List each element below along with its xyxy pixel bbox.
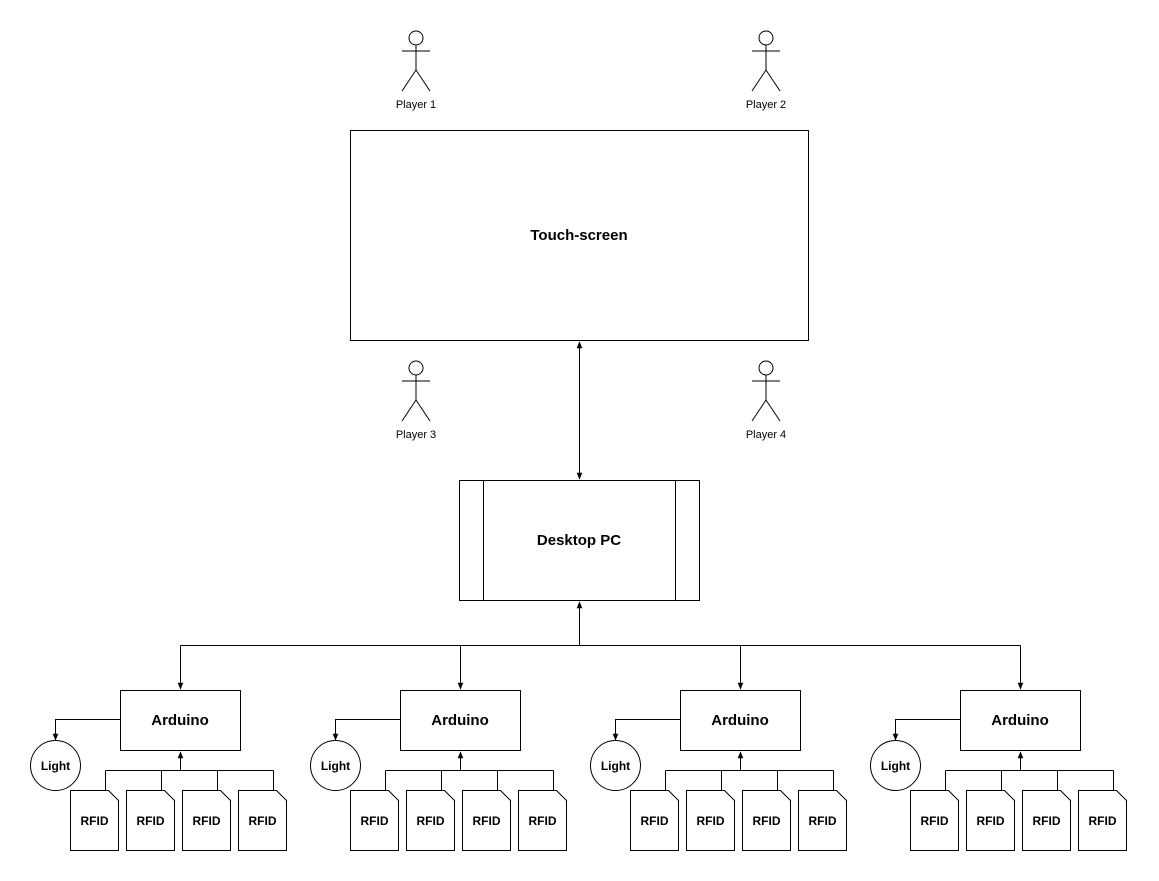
rfid-card: RFID xyxy=(238,790,287,851)
light-node: Light xyxy=(870,740,921,791)
rfid-card: RFID xyxy=(1022,790,1071,851)
rfid-card: RFID xyxy=(406,790,455,851)
light-node: Light xyxy=(590,740,641,791)
arduino-bus xyxy=(180,601,1021,646)
rfid-label: RFID xyxy=(641,814,669,828)
arduino-label: Arduino xyxy=(151,712,209,729)
desktop-pc-node: Desktop PC xyxy=(459,480,700,601)
rfid-label: RFID xyxy=(193,814,221,828)
rfid-card: RFID xyxy=(630,790,679,851)
desktop-pc-label: Desktop PC xyxy=(537,532,621,549)
rfid-label: RFID xyxy=(753,814,781,828)
touchscreen-node: Touch-screen xyxy=(350,130,809,341)
rfid-label: RFID xyxy=(697,814,725,828)
light-label: Light xyxy=(601,759,630,773)
player-label: Player 1 xyxy=(396,99,436,111)
player-label: Player 3 xyxy=(396,429,436,441)
arduino-node: Arduino xyxy=(680,690,801,751)
rfid-card: RFID xyxy=(126,790,175,851)
rfid-label: RFID xyxy=(809,814,837,828)
player-3: Player 3 xyxy=(396,360,436,441)
player-label: Player 2 xyxy=(746,99,786,111)
rfid-card: RFID xyxy=(70,790,119,851)
person-icon xyxy=(751,30,781,92)
light-node: Light xyxy=(310,740,361,791)
rfid-card: RFID xyxy=(686,790,735,851)
arduino-node: Arduino xyxy=(960,690,1081,751)
rfid-label: RFID xyxy=(473,814,501,828)
rfid-card: RFID xyxy=(910,790,959,851)
rfid-card: RFID xyxy=(742,790,791,851)
rfid-card: RFID xyxy=(350,790,399,851)
arduino-label: Arduino xyxy=(711,712,769,729)
rfid-label: RFID xyxy=(361,814,389,828)
rfid-label: RFID xyxy=(249,814,277,828)
rfid-card: RFID xyxy=(462,790,511,851)
rfid-label: RFID xyxy=(81,814,109,828)
rfid-label: RFID xyxy=(1089,814,1117,828)
light-node: Light xyxy=(30,740,81,791)
light-label: Light xyxy=(881,759,910,773)
light-label: Light xyxy=(321,759,350,773)
rfid-card: RFID xyxy=(518,790,567,851)
arduino-label: Arduino xyxy=(431,712,489,729)
rfid-label: RFID xyxy=(977,814,1005,828)
touchscreen-label: Touch-screen xyxy=(530,227,627,244)
player-label: Player 4 xyxy=(746,429,786,441)
person-icon xyxy=(401,360,431,422)
person-icon xyxy=(751,360,781,422)
rfid-card: RFID xyxy=(1078,790,1127,851)
player-1: Player 1 xyxy=(396,30,436,111)
rfid-card: RFID xyxy=(798,790,847,851)
arduino-label: Arduino xyxy=(991,712,1049,729)
rfid-label: RFID xyxy=(529,814,557,828)
arduino-node: Arduino xyxy=(400,690,521,751)
player-4: Player 4 xyxy=(746,360,786,441)
arduino-node: Arduino xyxy=(120,690,241,751)
person-icon xyxy=(401,30,431,92)
rfid-card: RFID xyxy=(182,790,231,851)
rfid-card: RFID xyxy=(966,790,1015,851)
rfid-label: RFID xyxy=(417,814,445,828)
rfid-label: RFID xyxy=(137,814,165,828)
rfid-label: RFID xyxy=(921,814,949,828)
rfid-label: RFID xyxy=(1033,814,1061,828)
player-2: Player 2 xyxy=(746,30,786,111)
light-label: Light xyxy=(41,759,70,773)
